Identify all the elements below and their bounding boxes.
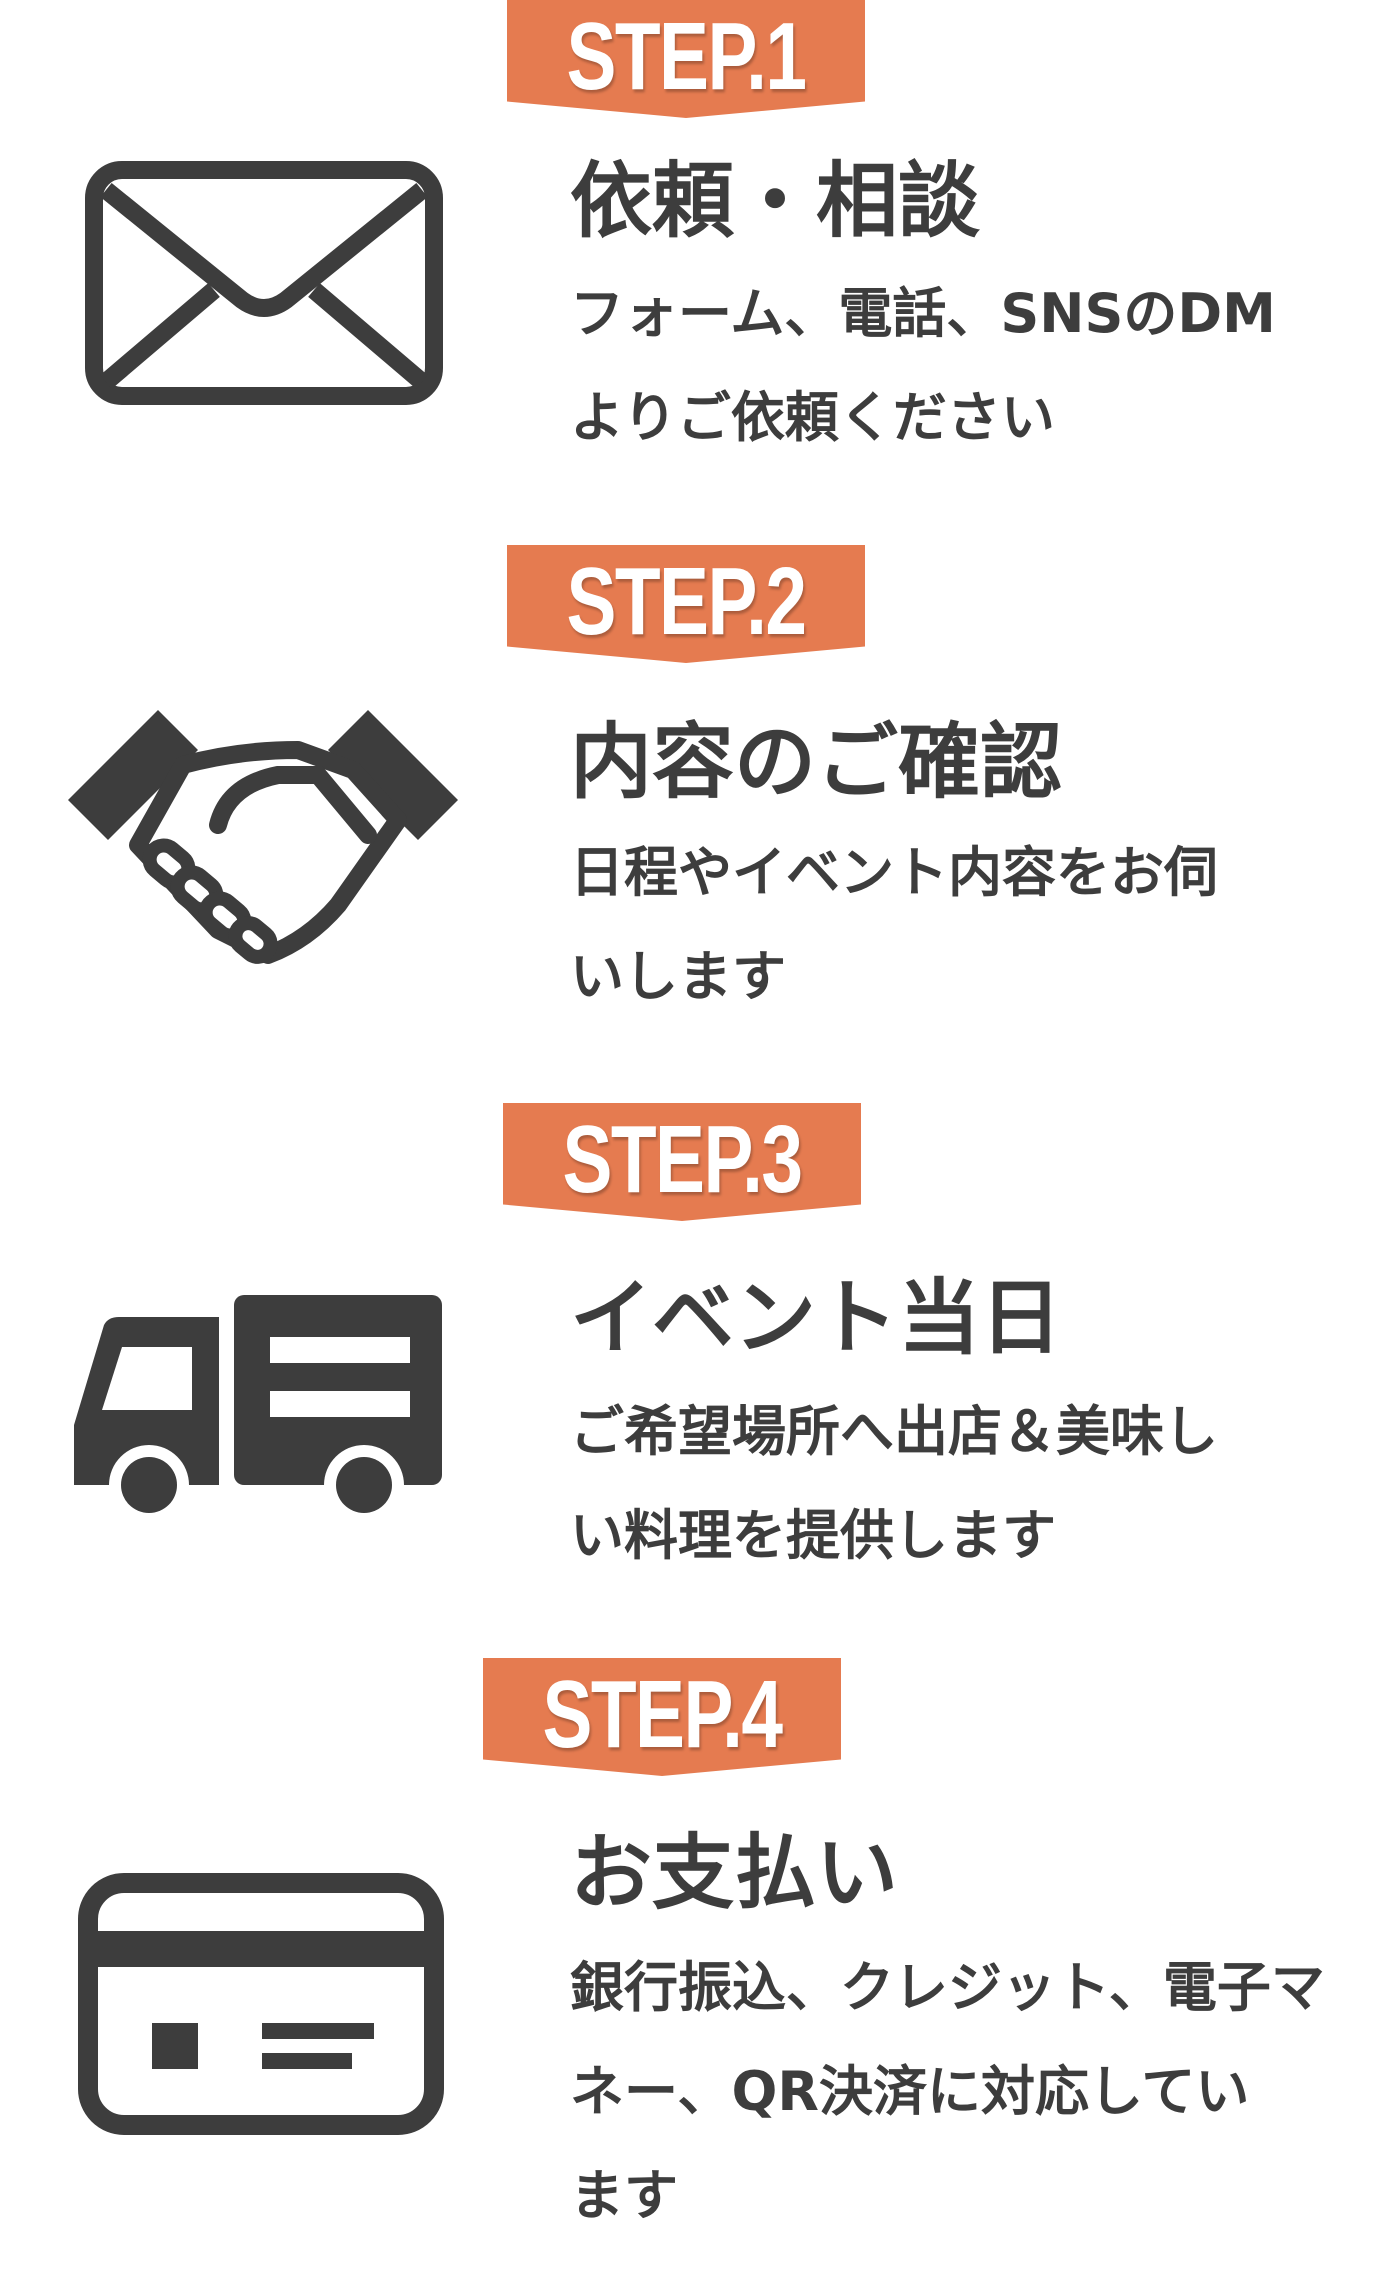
step-title: イベント当日 [570, 1271, 1063, 1366]
description-line: フォーム、電話、SNSのDM [570, 282, 1276, 345]
step-badge: STEP.4 [483, 1658, 841, 1776]
step-title: 内容のご確認 [570, 715, 1063, 810]
step-description: 銀行振込、クレジット、電子マ ネー、QR決済に対応してい ます [570, 1936, 1325, 2248]
description-line: 銀行振込、クレジット、電子マ [570, 1956, 1325, 2019]
truck-icon [74, 1295, 442, 1525]
description-line: い料理を提供します [570, 1504, 1056, 1567]
step-badge-label: STEP.2 [566, 548, 807, 655]
step-description: フォーム、電話、SNSのDM よりご依頼ください [570, 262, 1276, 470]
step-badge-label: STEP.3 [562, 1106, 803, 1213]
step-badge: STEP.1 [507, 0, 865, 118]
step-badge: STEP.2 [507, 545, 865, 663]
credit-card-icon [78, 1873, 444, 2135]
step-badge-label: STEP.4 [542, 1661, 783, 1768]
description-line: 日程やイベント内容をお伺 [570, 841, 1218, 904]
step-description: ご希望場所へ出店＆美味し い料理を提供します [570, 1380, 1218, 1588]
step-badge: STEP.3 [503, 1103, 861, 1221]
step-badge-label: STEP.1 [566, 3, 807, 110]
description-line: ご希望場所へ出店＆美味し [570, 1400, 1218, 1463]
envelope-icon [85, 161, 443, 405]
step-title: お支払い [570, 1826, 899, 1921]
description-line: ます [570, 2164, 678, 2227]
handshake-icon [68, 710, 458, 964]
step-description: 日程やイベント内容をお伺 いします [570, 821, 1218, 1029]
description-line: よりご依頼ください [570, 386, 1055, 449]
description-line: いします [570, 945, 786, 1008]
step-title: 依頼・相談 [570, 154, 981, 249]
description-line: ネー、QR決済に対応してい [570, 2060, 1250, 2123]
